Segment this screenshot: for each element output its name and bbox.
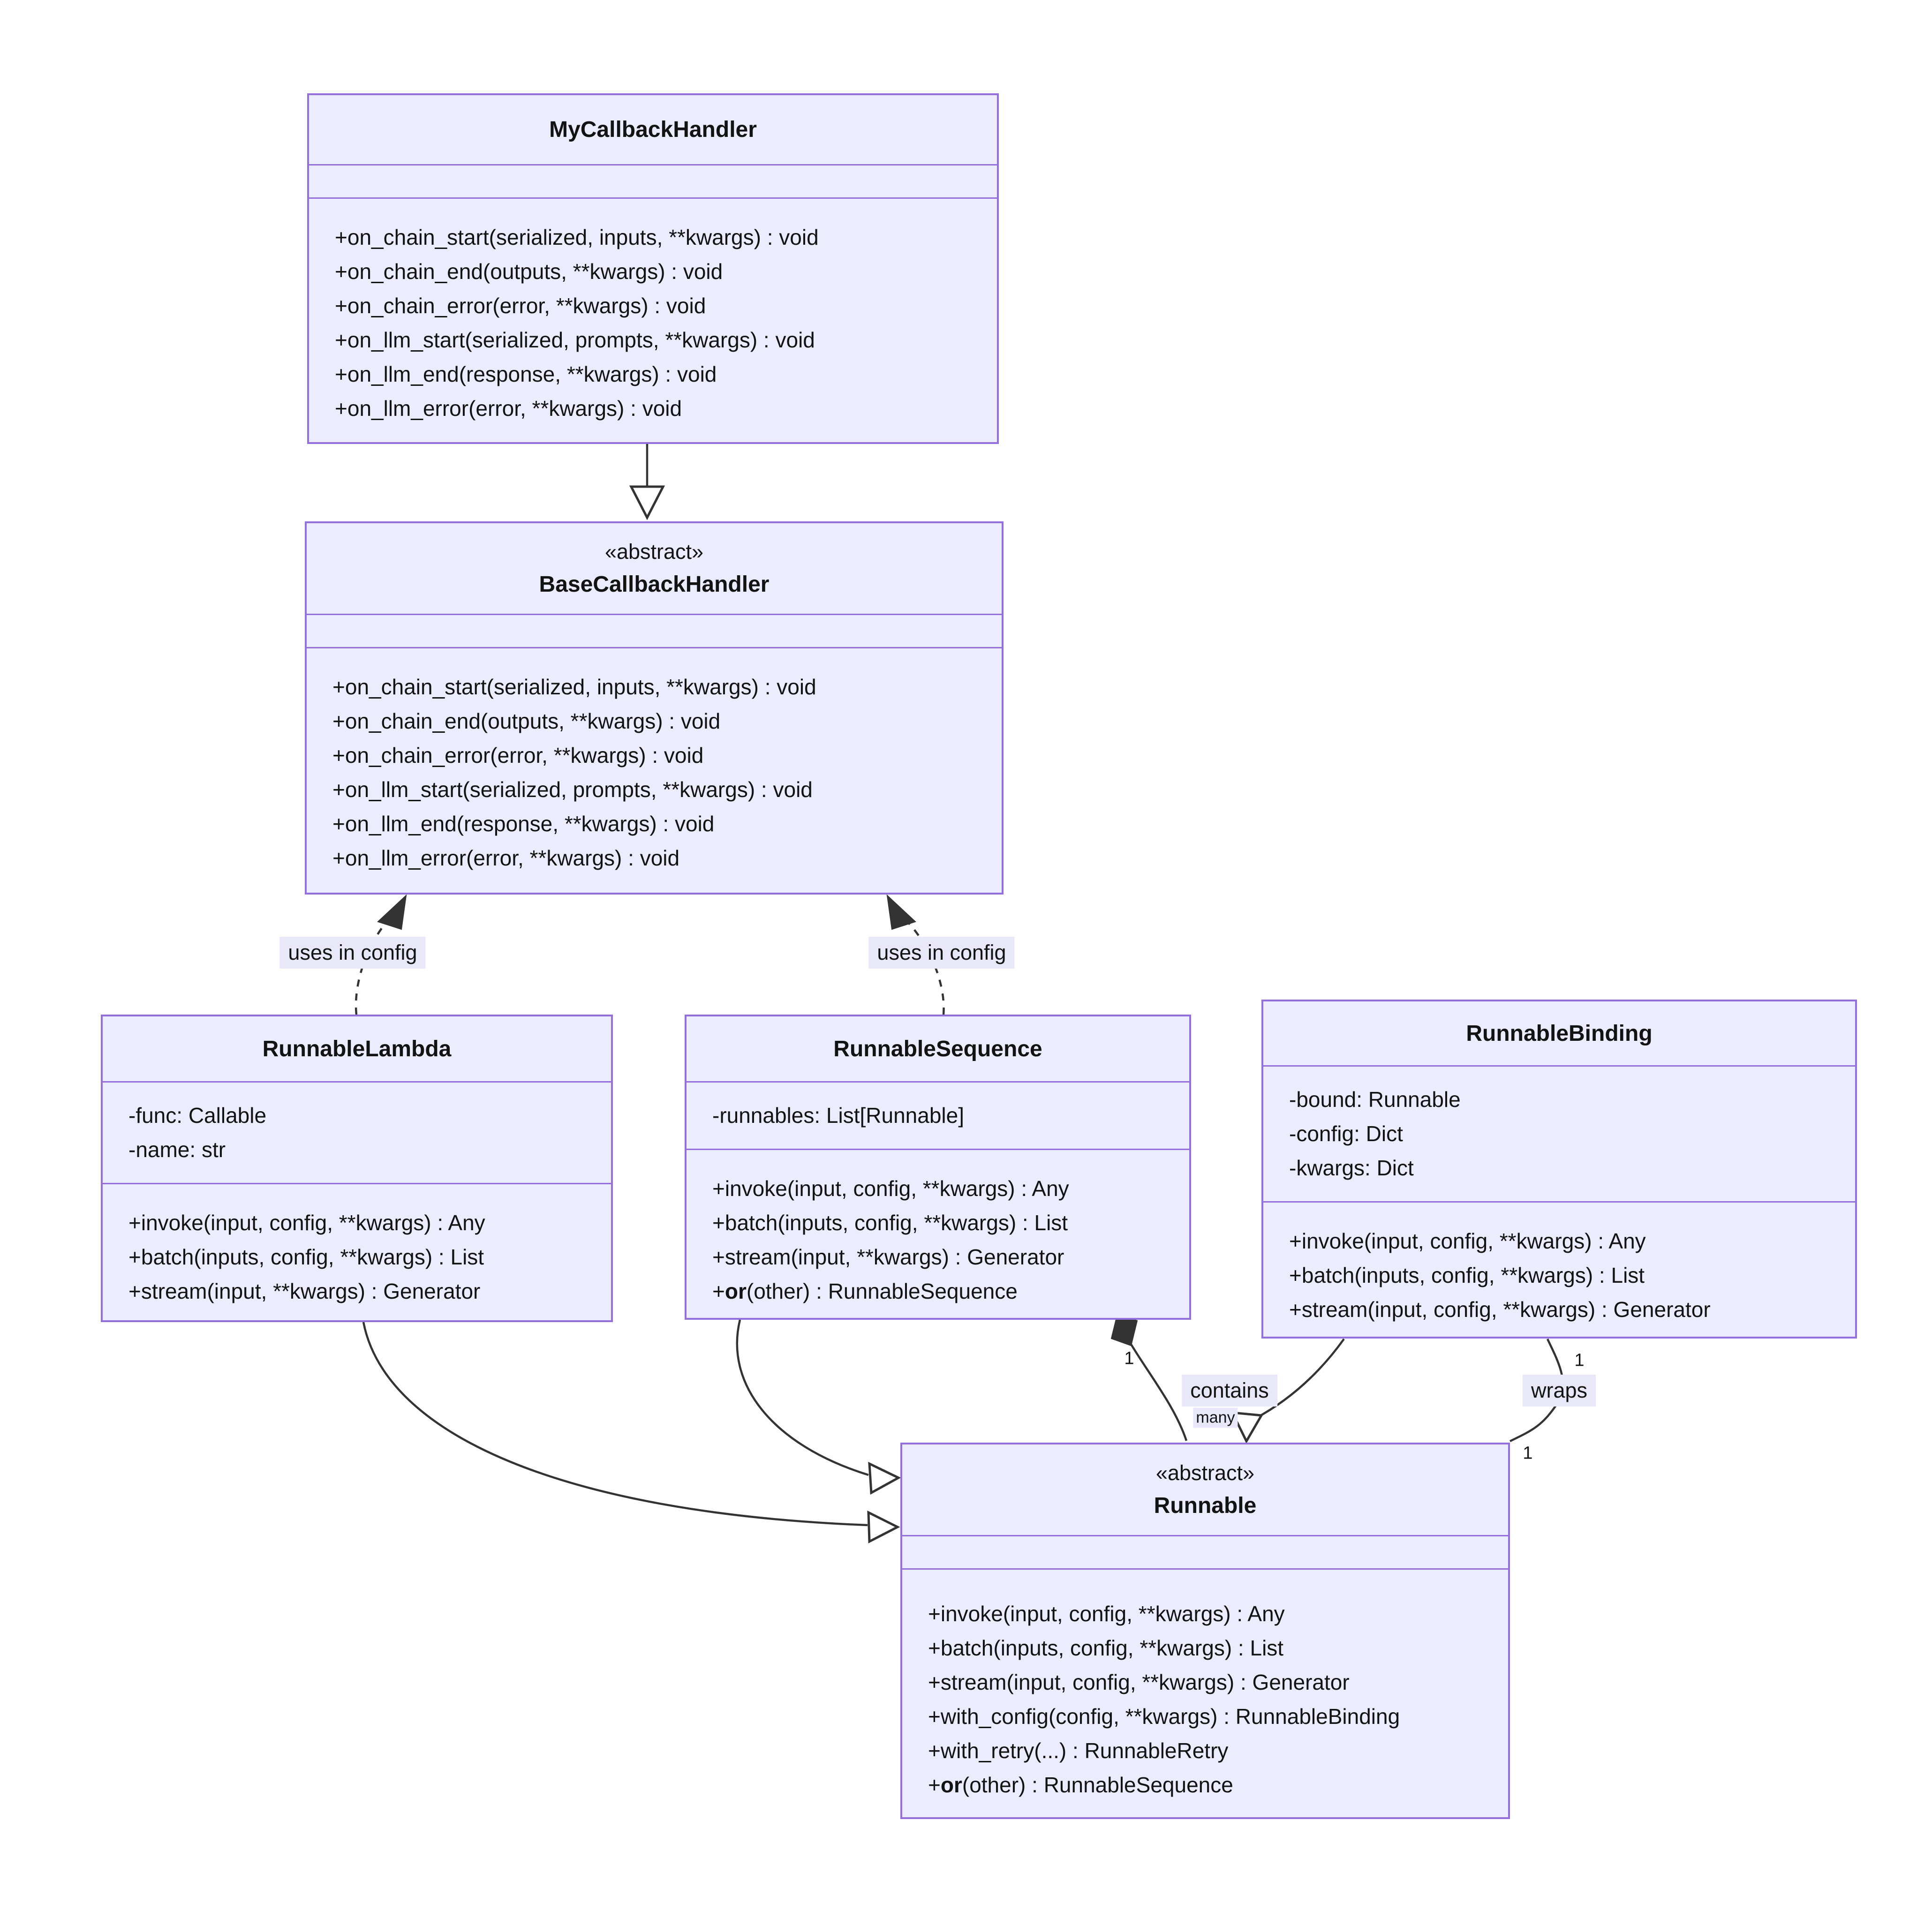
method: +on_chain_end(outputs, **kwargs) : void — [332, 709, 721, 733]
class-box-runnablelambda: RunnableLambda -func: Callable -name: str… — [101, 1015, 613, 1322]
cardinality-wraps-source: 1 — [1574, 1350, 1585, 1370]
class-name: RunnableBinding — [1466, 1021, 1653, 1046]
attribute: -kwargs: Dict — [1289, 1156, 1414, 1180]
class-name: BaseCallbackHandler — [539, 572, 770, 597]
method: +on_llm_end(response, **kwargs) : void — [335, 362, 717, 386]
class-header: «abstract» BaseCallbackHandler — [307, 523, 1002, 615]
class-box-runnable: «abstract» Runnable +invoke(input, confi… — [900, 1443, 1510, 1819]
edge-label-wraps: wraps — [1522, 1375, 1596, 1407]
class-attributes: -func: Callable -name: str — [103, 1083, 611, 1184]
class-stereotype: «abstract» — [1155, 1461, 1255, 1485]
method: +stream(input, **kwargs) : Generator — [712, 1245, 1064, 1269]
method: +with_config(config, **kwargs) : Runnabl… — [928, 1704, 1400, 1729]
class-attributes: -runnables: List[Runnable] — [687, 1083, 1189, 1150]
method: +on_chain_end(outputs, **kwargs) : void — [335, 259, 723, 284]
attribute: -bound: Runnable — [1289, 1087, 1461, 1112]
class-box-runnablesequence: RunnableSequence -runnables: List[Runnab… — [685, 1015, 1191, 1320]
edge-label-contains: contains — [1182, 1375, 1277, 1407]
method: +invoke(input, config, **kwargs) : Any — [128, 1211, 485, 1235]
inheritance-arrowhead-icon — [1230, 1411, 1264, 1444]
method: +batch(inputs, config, **kwargs) : List — [712, 1211, 1068, 1235]
method: +on_chain_error(error, **kwargs) : void — [335, 293, 706, 318]
class-header: RunnableBinding — [1263, 1001, 1855, 1067]
cardinality-contains-target: many — [1193, 1407, 1238, 1428]
method: +on_chain_start(serialized, inputs, **kw… — [332, 675, 816, 699]
method: +stream(input, **kwargs) : Generator — [128, 1279, 481, 1303]
method: +on_llm_error(error, **kwargs) : void — [332, 846, 680, 870]
attribute: -name: str — [128, 1137, 226, 1162]
attribute: -config: Dict — [1289, 1121, 1403, 1146]
class-attributes — [309, 165, 997, 199]
dependency-arrowhead-icon — [886, 894, 916, 930]
edge-label-uses-in-config-left: uses in config — [279, 937, 426, 969]
method: +batch(inputs, config, **kwargs) : List — [1289, 1263, 1645, 1287]
class-attributes — [307, 615, 1002, 648]
class-methods: +invoke(input, config, **kwargs) : Any +b… — [902, 1570, 1508, 1817]
class-box-runnablebinding: RunnableBinding -bound: Runnable -config:… — [1261, 1000, 1857, 1339]
composition-line-sequence-to-runnable — [1129, 1342, 1188, 1441]
inheritance-line-sequence-to-runnable — [736, 1319, 869, 1476]
method: +stream(input, config, **kwargs) : Gener… — [1289, 1297, 1711, 1322]
class-box-mycallbackhandler: MyCallbackHandler +on_chain_start(serial… — [307, 93, 999, 444]
inheritance-arrowhead-icon — [629, 485, 665, 520]
class-name: RunnableSequence — [833, 1036, 1042, 1061]
class-name: Runnable — [1154, 1493, 1257, 1518]
class-header: MyCallbackHandler — [309, 95, 997, 165]
class-box-basecallbackhandler: «abstract» BaseCallbackHandler +on_chain… — [305, 521, 1004, 895]
attribute: -func: Callable — [128, 1103, 267, 1128]
method: +on_llm_start(serialized, prompts, **kwa… — [335, 328, 815, 352]
method: +invoke(input, config, **kwargs) : Any — [928, 1602, 1285, 1626]
class-name: MyCallbackHandler — [549, 117, 757, 142]
class-header: RunnableLambda — [103, 1016, 611, 1083]
class-name: RunnableLambda — [262, 1036, 452, 1061]
class-methods: +invoke(input, config, **kwargs) : Any +b… — [103, 1184, 611, 1320]
inheritance-arrowhead-icon — [867, 1510, 900, 1544]
inheritance-arrowhead-icon — [868, 1461, 901, 1495]
class-attributes: -bound: Runnable -config: Dict -kwargs: Di… — [1263, 1067, 1855, 1203]
method: +on_chain_start(serialized, inputs, **kw… — [335, 225, 819, 249]
method: +invoke(input, config, **kwargs) : Any — [1289, 1229, 1646, 1253]
method: +stream(input, config, **kwargs) : Gener… — [928, 1670, 1350, 1694]
method: +invoke(input, config, **kwargs) : Any — [712, 1176, 1069, 1201]
method: +or(other) : RunnableSequence — [928, 1773, 1233, 1797]
class-methods: +invoke(input, config, **kwargs) : Any +b… — [687, 1150, 1189, 1318]
method: +on_llm_error(error, **kwargs) : void — [335, 396, 682, 421]
class-attributes — [902, 1536, 1508, 1570]
attribute: -runnables: List[Runnable] — [712, 1103, 964, 1128]
class-header: RunnableSequence — [687, 1016, 1189, 1083]
method: +on_llm_start(serialized, prompts, **kwa… — [332, 777, 813, 802]
inheritance-line-binding-to-runnable — [1254, 1338, 1345, 1420]
method: +on_llm_end(response, **kwargs) : void — [332, 812, 715, 836]
class-stereotype: «abstract» — [604, 540, 704, 564]
class-methods: +on_chain_start(serialized, inputs, **kw… — [309, 199, 997, 442]
class-methods: +invoke(input, config, **kwargs) : Any +b… — [1263, 1203, 1855, 1337]
method: +or(other) : RunnableSequence — [712, 1279, 1018, 1303]
dependency-arrowhead-icon — [377, 894, 407, 930]
class-header: «abstract» Runnable — [902, 1444, 1508, 1536]
method: +batch(inputs, config, **kwargs) : List — [128, 1245, 484, 1269]
method: +with_retry(...) : RunnableRetry — [928, 1738, 1229, 1763]
cardinality-contains-source: 1 — [1124, 1348, 1134, 1369]
class-methods: +on_chain_start(serialized, inputs, **kw… — [307, 648, 1002, 893]
method: +batch(inputs, config, **kwargs) : List — [928, 1636, 1284, 1660]
inheritance-line-lambda-to-runnable — [362, 1322, 868, 1527]
method: +on_chain_error(error, **kwargs) : void — [332, 743, 704, 767]
cardinality-wraps-target: 1 — [1523, 1443, 1533, 1463]
edge-label-uses-in-config-right: uses in config — [868, 937, 1015, 969]
